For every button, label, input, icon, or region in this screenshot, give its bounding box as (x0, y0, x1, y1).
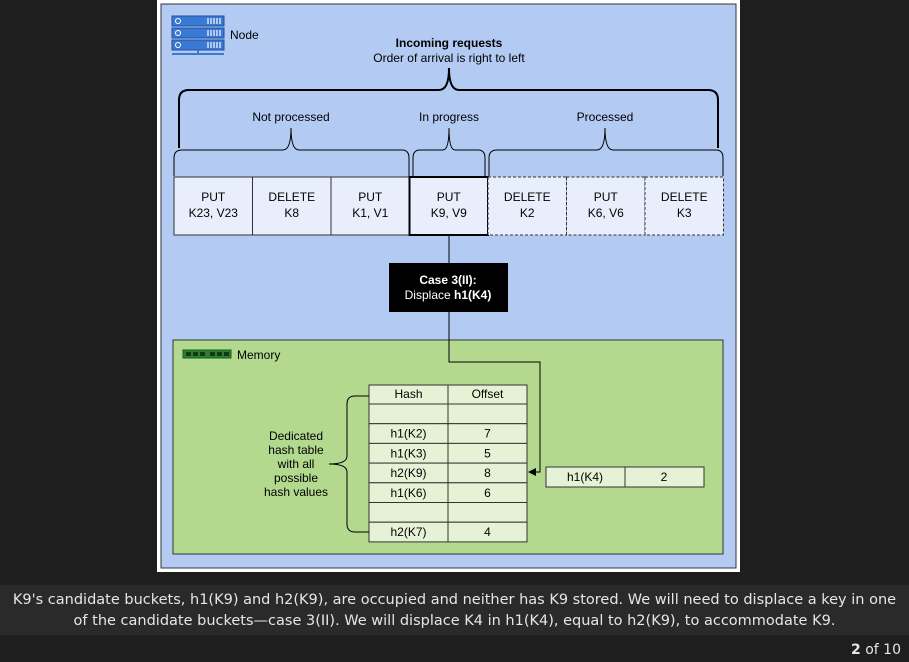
hash-table-brace (328, 395, 369, 533)
table-offset-value: 7 (484, 427, 491, 441)
table-cell (447, 521, 528, 543)
request-box (487, 176, 567, 236)
new-entry-offset-cell (624, 466, 705, 488)
brace-in-progress (412, 127, 486, 176)
hash-table-description-line: Dedicated (269, 429, 323, 443)
request-arg: K23, V23 (189, 206, 239, 220)
request-op: DELETE (504, 190, 551, 204)
incoming-brace (178, 67, 719, 148)
table-cell (368, 502, 449, 523)
table-hash-value: h2(K9) (390, 466, 426, 480)
server-icon (171, 15, 225, 55)
hash-table-description-line: hash table (268, 443, 324, 457)
request-arg: K1, V1 (352, 206, 388, 220)
hash-table-description-line: hash values (264, 485, 328, 499)
table-hash-value: h1(K2) (390, 427, 426, 441)
table-hash-value: h2(K7) (390, 525, 426, 539)
request-op: PUT (201, 190, 226, 204)
request-box (566, 176, 646, 236)
table-offset-value: 6 (484, 486, 491, 500)
table-offset-value: 4 (484, 525, 491, 539)
incoming-title: Incoming requests (396, 36, 503, 50)
arrow-head (528, 468, 536, 476)
group-label-processed: Processed (577, 110, 634, 124)
table-cell (447, 403, 528, 425)
new-entry-offset: 2 (661, 470, 668, 484)
diagram-canvas: Node Incoming requests Order of arrival … (157, 0, 740, 572)
displace-arrow-line (448, 312, 541, 473)
group-label-in-progress: In progress (419, 110, 479, 124)
request-op: DELETE (268, 190, 315, 204)
ram-icon (182, 349, 232, 359)
case-line2: Displace h1(K4) (405, 288, 492, 302)
case-box (389, 263, 508, 312)
request-arg: K8 (284, 206, 299, 220)
hash-table: Hash Offset h1(K2) 7 h1(K3) 5 h2(K9) 8 h1(K6) 6 h2… (368, 384, 528, 543)
case-line2-key: h1(K4) (454, 288, 491, 302)
brace-not-processed (173, 127, 410, 176)
table-offset-value: 8 (484, 466, 491, 480)
request-op: PUT (358, 190, 383, 204)
request-op: PUT (437, 190, 462, 204)
node-label: Node (230, 28, 259, 42)
slide-caption: K9's candidate buckets, h1(K9) and h2(K9… (0, 585, 909, 635)
request-arg: K9, V9 (431, 206, 467, 220)
incoming-subtitle: Order of arrival is right to left (373, 51, 525, 65)
table-cell (368, 403, 449, 425)
request-box (173, 176, 253, 236)
request-box (644, 176, 724, 236)
group-label-not-processed: Not processed (252, 110, 329, 124)
pager-current: 2 (851, 642, 861, 658)
memory-label: Memory (237, 348, 280, 362)
table-header: Hash (394, 387, 422, 401)
request-arg: K6, V6 (588, 206, 624, 220)
table-offset-value: 5 (484, 446, 491, 460)
table-hash-value: h1(K6) (390, 486, 426, 500)
table-hash-value: h1(K3) (390, 446, 426, 460)
request-box (408, 176, 489, 236)
request-queue: PUT K23, V23 DELETE K8 PUT K1, V1 PUT K9, V9 DEL… (173, 176, 724, 236)
request-arg: K3 (677, 206, 692, 220)
pager-total: of 10 (865, 642, 901, 658)
case-line2-prefix: Displace (405, 288, 454, 302)
request-op: DELETE (661, 190, 708, 204)
case-line1: Case 3(II): (419, 273, 476, 287)
new-entry-hash: h1(K4) (567, 470, 603, 484)
brace-processed (488, 127, 724, 176)
hash-table-description-line: with all (277, 457, 315, 471)
request-op: PUT (594, 190, 619, 204)
slide-pager: 2 of 10 (851, 642, 901, 658)
table-cell (447, 502, 528, 523)
table-header: Offset (472, 387, 504, 401)
request-box (330, 176, 410, 236)
hash-table-description-line: possible (274, 471, 318, 485)
request-arg: K2 (520, 206, 535, 220)
